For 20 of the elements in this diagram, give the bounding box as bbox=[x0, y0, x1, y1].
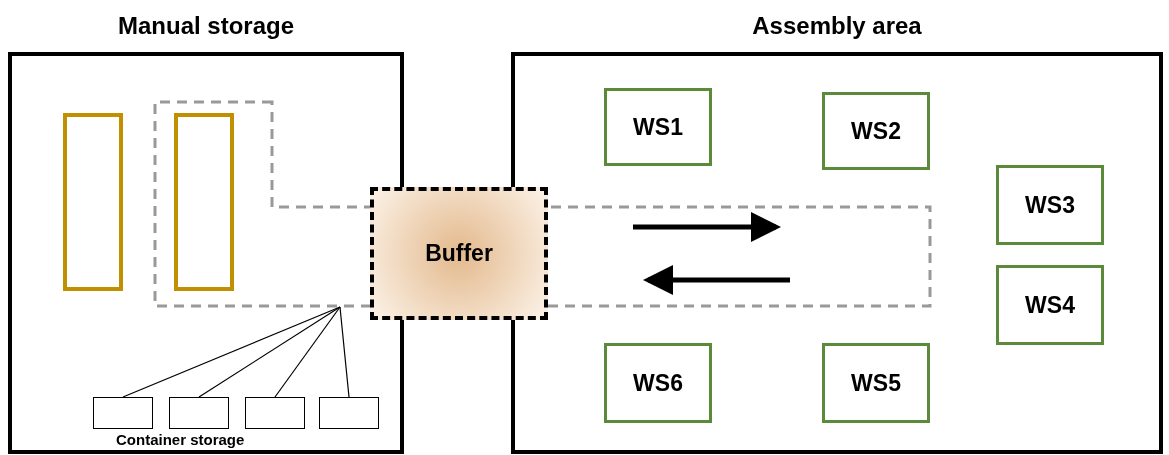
area-title: Assembly area bbox=[752, 12, 922, 40]
workstation-box: WS3 bbox=[996, 165, 1104, 245]
container-box bbox=[169, 397, 229, 429]
workstation-box: WS1 bbox=[604, 88, 712, 166]
storage-rack bbox=[63, 113, 123, 291]
buffer-box: Buffer bbox=[370, 187, 548, 320]
workstation-box: WS2 bbox=[822, 92, 930, 170]
container-box bbox=[319, 397, 379, 429]
workstation-box: WS6 bbox=[604, 343, 712, 423]
workstation-box: WS5 bbox=[822, 343, 930, 423]
container-box bbox=[93, 397, 153, 429]
leader-line bbox=[122, 306, 341, 398]
leader-line bbox=[339, 306, 350, 398]
workstation-box: WS4 bbox=[996, 265, 1104, 345]
area-title: Manual storage bbox=[117, 12, 294, 40]
leader-line bbox=[198, 306, 341, 398]
storage-rack bbox=[174, 113, 234, 291]
area-caption: Container storage bbox=[116, 431, 245, 448]
leader-line bbox=[274, 306, 341, 398]
container-box bbox=[245, 397, 305, 429]
